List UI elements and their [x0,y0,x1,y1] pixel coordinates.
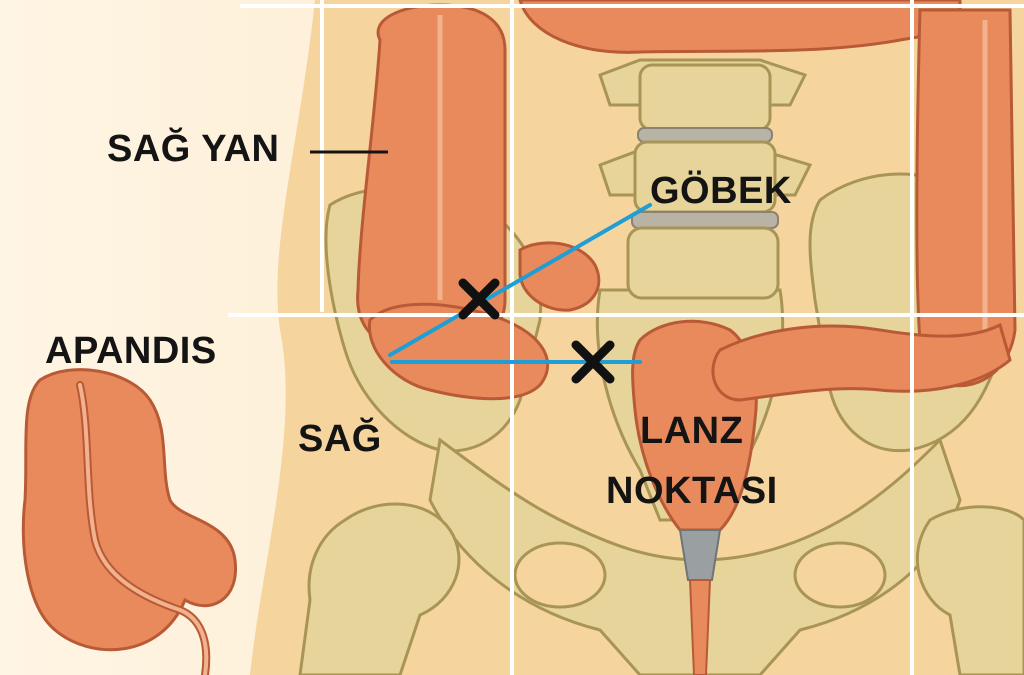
transverse-colon [518,0,962,54]
appendix-label: APANDIS [45,330,217,372]
mcburney-point-cross [458,278,500,320]
sigmoid-colon [711,322,1012,402]
urethra [678,529,722,581]
navel-label: GÖBEK [650,170,792,212]
pubic-bone [428,437,962,675]
spine [598,7,813,300]
obturator-foramen-right [513,541,607,609]
right-flank-label: SAĞ YAN [107,128,280,170]
cecum [367,302,550,401]
femur-right [298,502,461,675]
femur-left [915,505,1024,675]
lanz-label-line1: LANZ [640,410,744,452]
obturator-foramen-left [793,541,887,609]
lanz-point-cross [571,340,615,384]
grid-lines [228,0,1024,675]
right-side-label: SAĞ [298,418,382,460]
appendix-illustration [21,368,238,675]
lanz-label-line2: NOKTASI [606,470,778,512]
